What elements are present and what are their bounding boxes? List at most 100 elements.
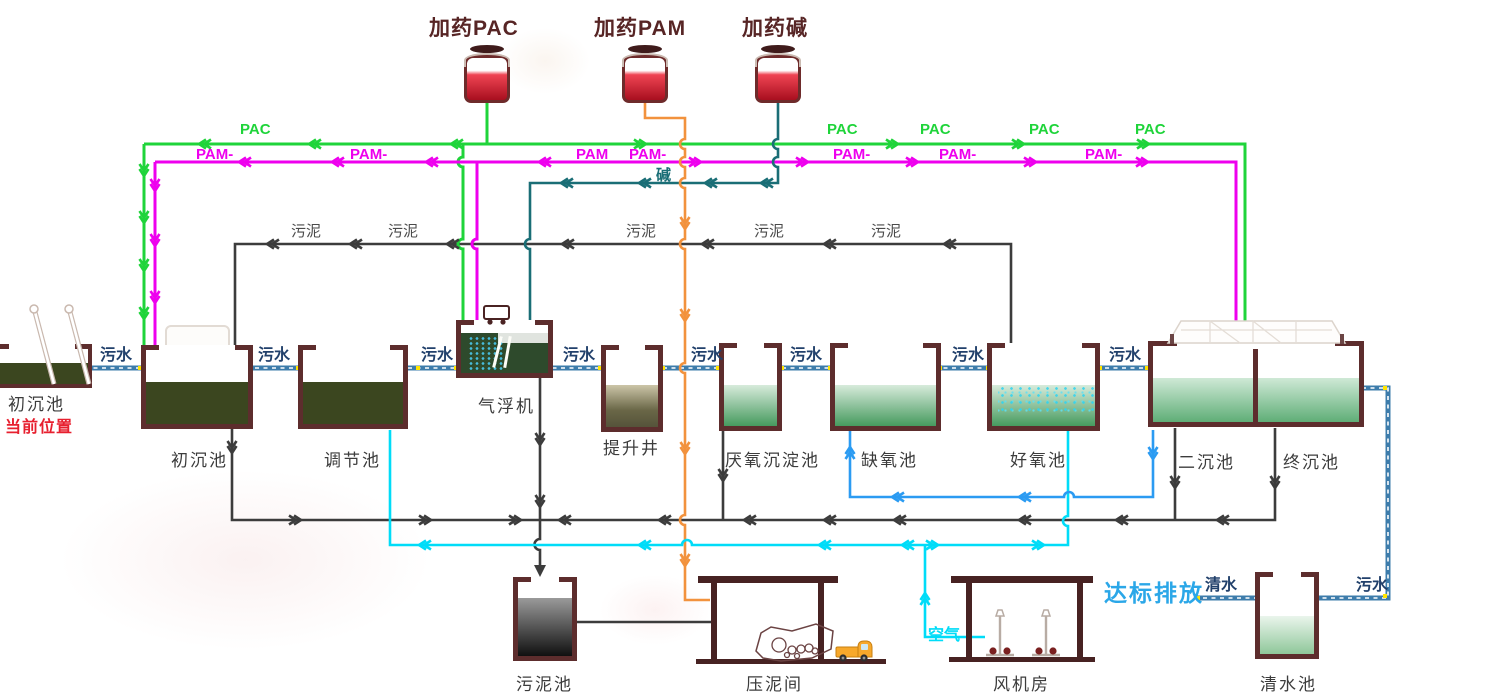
pipe-label-pam: PAM — [576, 146, 609, 163]
pipe-label-air: 空气 — [928, 627, 961, 644]
pipe-label-sludge: 污泥 — [626, 223, 657, 240]
regulating-tank-water — [303, 382, 403, 424]
pipe-label-sewage: 污水 — [1356, 577, 1389, 594]
flow-arrow — [821, 514, 837, 526]
pipe-junction-dot — [780, 366, 784, 370]
label-flotation-unit: 气浮机 — [478, 397, 535, 416]
pipe-label-sludge: 污泥 — [871, 223, 902, 240]
sludge-return-line — [233, 242, 1013, 347]
flow-arrow — [891, 514, 907, 526]
pipe-label-pam: PAM- — [939, 146, 977, 163]
pac-dosing-line — [144, 142, 1247, 345]
pipe-label-sludge: 污泥 — [291, 223, 322, 240]
flow-arrow — [1269, 475, 1281, 491]
flow-arrow — [702, 177, 718, 189]
pipe-junction-dot — [416, 366, 420, 370]
flow-arrow — [885, 138, 901, 150]
press-room-floor — [696, 659, 886, 664]
flow-arrow — [1031, 539, 1047, 551]
pipe-label-sludge: 污泥 — [754, 223, 785, 240]
pipe-junction-dot — [138, 366, 142, 370]
recycle-line — [848, 430, 1155, 499]
pipe-label-sewage: 污水 — [563, 347, 596, 364]
flow-arrow — [558, 177, 574, 189]
flow-arrow — [1016, 491, 1032, 503]
pipe-junction-dot — [661, 366, 665, 370]
pipe-label-pac: PAC — [240, 121, 271, 138]
pam-dosing-bottle — [622, 55, 668, 103]
flow-arrow — [1113, 514, 1129, 526]
primary-tank-water — [146, 382, 248, 424]
flow-arrow — [741, 514, 757, 526]
flow-arrow — [688, 156, 704, 168]
pipe-label-pam: PAM- — [350, 146, 388, 163]
blower-room-roof — [951, 576, 1093, 583]
flow-arrow — [1016, 514, 1032, 526]
pipe-junction-dot — [1145, 366, 1149, 370]
flow-arrow — [699, 238, 715, 250]
label-final-tank: 终沉池 — [1283, 453, 1340, 472]
flow-arrow — [448, 138, 464, 150]
aerobic-water — [992, 385, 1095, 426]
pipe-label-sewage: 污水 — [952, 347, 985, 364]
label-clean-tank: 清水池 — [1260, 675, 1317, 694]
pam-feed-line — [643, 103, 710, 602]
air-line — [923, 545, 985, 639]
label-anaerobic-tank: 厌氧沉淀池 — [725, 451, 820, 470]
flow-arrow — [534, 494, 546, 510]
flow-arrow — [306, 138, 322, 150]
dosing-title-alkali: 加药碱 — [742, 17, 808, 40]
current-position-label: 当前位置 — [5, 419, 74, 436]
flow-arrow — [559, 238, 575, 250]
pam-dosing-line — [470, 162, 479, 322]
primary-sedimentation-tank — [141, 345, 253, 429]
dosing-title-pac: 加药PAC — [429, 17, 519, 40]
flow-arrow — [821, 238, 837, 250]
pipe-junction-dot — [1383, 594, 1387, 598]
flow-arrow — [1214, 514, 1230, 526]
sludge-tank-content — [518, 598, 572, 656]
flow-arrow — [138, 210, 150, 226]
blower-room-column — [1077, 576, 1083, 662]
discharge-label: 达标排放 — [1104, 580, 1204, 606]
alkali-dosing-bottle — [755, 55, 801, 103]
alkali-dosing-line — [523, 103, 780, 322]
flow-arrow — [329, 156, 345, 168]
pam-dosing-line — [155, 160, 1238, 345]
flow-arrow — [1136, 138, 1152, 150]
flow-arrow — [508, 514, 524, 526]
pipe-label-sewage: 污水 — [421, 347, 454, 364]
pipe-label-sludge: 污泥 — [388, 223, 419, 240]
flow-arrow — [138, 306, 150, 322]
air-line — [388, 430, 1070, 547]
press-room-column — [711, 576, 717, 664]
pipe-junction-dot — [1383, 386, 1387, 390]
pac-dosing-bottle — [464, 55, 510, 103]
clean-water — [1260, 616, 1314, 654]
sludge-holding-tank — [513, 577, 577, 661]
air-flotation-unit — [456, 320, 553, 378]
flow-arrow — [889, 491, 905, 503]
flow-arrow — [925, 539, 941, 551]
pipe-junction-dot — [1098, 366, 1102, 370]
flow-arrow — [717, 468, 729, 484]
aerobic-tank — [987, 343, 1100, 431]
label-primary-tank: 初沉池 — [171, 451, 228, 470]
pipe-label-sewage: 污水 — [258, 347, 291, 364]
flow-arrow — [899, 539, 915, 551]
pipe-junction-dot — [716, 366, 720, 370]
screen-tank-water — [0, 363, 88, 384]
flotation-water — [461, 333, 548, 373]
flow-arrow — [236, 156, 252, 168]
clean-water-tank — [1255, 572, 1319, 659]
flow-arrow — [1169, 475, 1181, 491]
flow-arrow — [536, 156, 552, 168]
label-screen-tank: 初沉池 — [8, 395, 65, 414]
flow-arrow — [795, 156, 811, 168]
clarifier-sludge-line — [540, 428, 1277, 522]
label-blower-room: 风机房 — [993, 675, 1050, 694]
flow-arrow — [636, 177, 652, 189]
flow-arrow — [1023, 156, 1039, 168]
pipe-label-sewage: 污水 — [691, 347, 724, 364]
